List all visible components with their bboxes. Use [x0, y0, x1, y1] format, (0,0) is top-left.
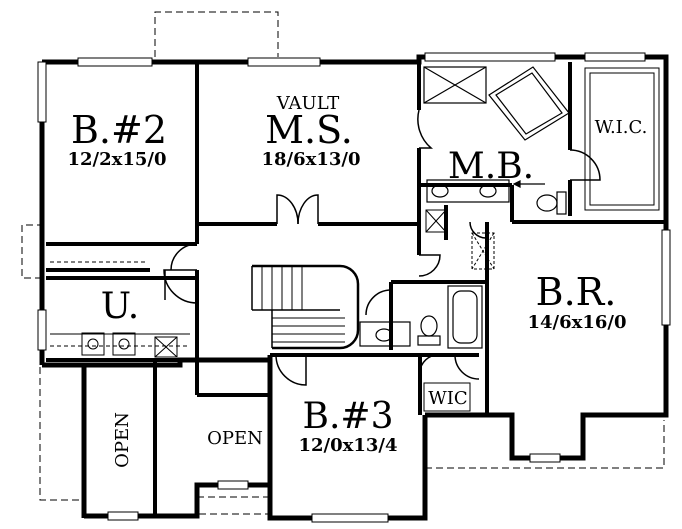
- hall-vanity: [359, 321, 411, 347]
- room-name-bedroom-right: B.R.: [536, 270, 617, 314]
- hall-bathtub: [447, 285, 483, 349]
- master-bath-fixtures: [423, 66, 570, 215]
- doors: [163, 109, 601, 386]
- dryer-icon: [112, 332, 136, 356]
- utility-fixtures: [50, 332, 190, 358]
- vanity-counter: [426, 179, 510, 203]
- bathtub: [488, 66, 570, 141]
- room-name-utility: U.: [101, 286, 139, 327]
- shower-stall: [423, 66, 487, 104]
- room-size-bedroom2: 12/2x15/0: [67, 149, 166, 170]
- sink-icon: [431, 184, 449, 198]
- room-name-bedroom2: B.#2: [71, 108, 167, 152]
- closet-shelving: [584, 67, 660, 211]
- room-labels: B.#2 12/2x15/0 VAULT M.S. 18/6x13/0 M.B.…: [67, 93, 647, 468]
- sink-icon: [375, 328, 393, 342]
- toilet-icon: [417, 315, 441, 346]
- room-name-open-middle: OPEN: [207, 428, 263, 449]
- wic-closet: [423, 382, 471, 412]
- utility-sink-icon: [154, 336, 178, 358]
- room-name-master-bath: M.B.: [448, 146, 534, 187]
- room-name-wic-small: WIC: [428, 388, 467, 409]
- room-vault-label: VAULT: [276, 93, 339, 114]
- toilet-icon: [536, 191, 567, 215]
- interior-walls: [46, 62, 666, 516]
- misc-fixtures: [425, 209, 495, 270]
- room-size-bedroom-right: 14/6x16/0: [527, 312, 626, 333]
- room-size-bedroom3: 12/0x13/4: [298, 435, 397, 456]
- room-name-bedroom3: B.#3: [303, 396, 394, 437]
- staircase: [251, 264, 360, 350]
- washer-icon: [81, 332, 105, 356]
- dashed-outlines: [21, 11, 665, 515]
- room-size-master-suite: 18/6x13/0: [261, 149, 360, 170]
- room-name-wic-master: W.I.C.: [595, 117, 648, 138]
- stair-treads: [261, 266, 345, 343]
- windows: [37, 52, 671, 523]
- sink-icon: [479, 184, 497, 198]
- room-name-master-suite: M.S.: [265, 108, 353, 152]
- room-name-open-left: OPEN: [112, 412, 133, 468]
- hall-bath-fixtures: [359, 285, 483, 349]
